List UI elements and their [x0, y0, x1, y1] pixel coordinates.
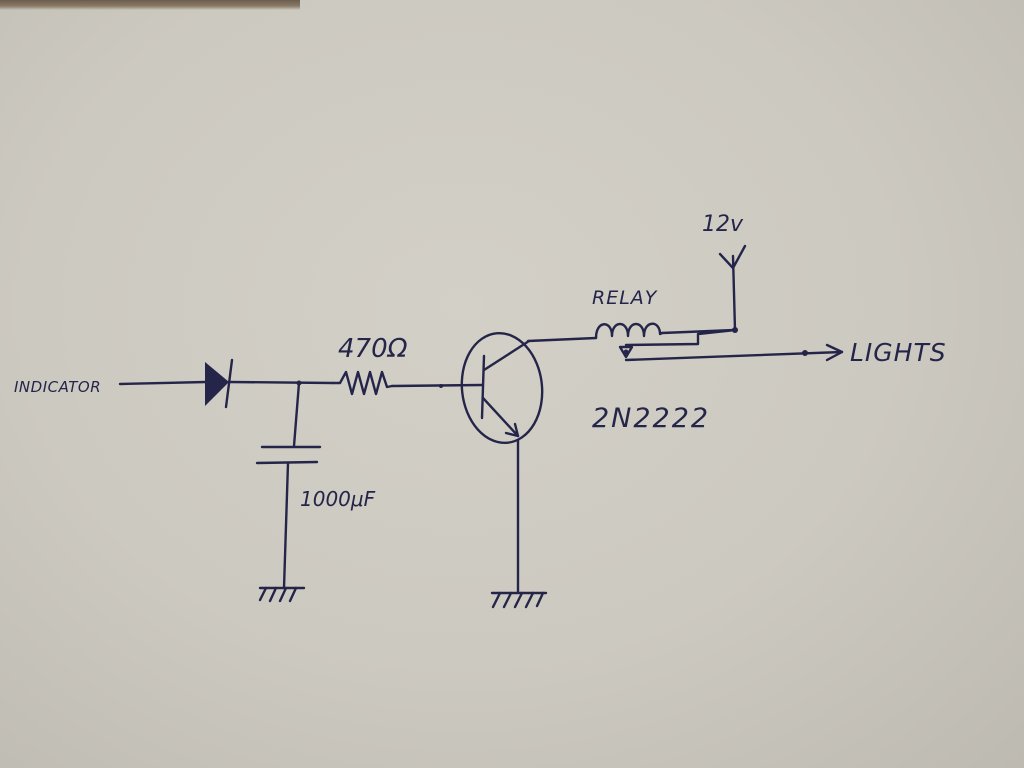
transistor-circle [460, 331, 544, 445]
collector-wire [526, 336, 598, 343]
table-edge [0, 0, 300, 10]
emitter-arrow-icon [504, 422, 520, 438]
relay-label: RELAY [592, 287, 658, 309]
indicator-label: INDICATOR [14, 378, 101, 396]
base-dot [439, 384, 443, 388]
relay-switch-lever [624, 328, 737, 347]
resistor-symbol [331, 370, 394, 396]
transistor-base-bar [480, 354, 486, 420]
ground-symbol-capacitor [258, 586, 306, 603]
capacitor-label: 1000μF [300, 487, 376, 511]
capacitor-symbol [255, 381, 322, 590]
relay-switch [618, 328, 737, 359]
output-dot [802, 350, 808, 356]
resistor-label: 470Ω [338, 334, 408, 364]
transistor-collector-leg [482, 339, 531, 372]
output-arrow-icon [825, 343, 844, 362]
ground-symbol-emitter [490, 591, 548, 609]
transistor-symbol [460, 331, 544, 445]
supply-label: 12v [702, 212, 744, 237]
lights-label: LIGHTS [850, 338, 947, 367]
supply-arrow-icon [718, 244, 747, 270]
transistor-emitter-leg [481, 396, 520, 438]
node-wire [228, 380, 335, 385]
input-wire [118, 380, 208, 386]
relay-contact-dot [623, 349, 629, 355]
relay-coil-symbol [594, 322, 664, 340]
base-wire [390, 383, 484, 388]
transistor-label: 2N2222 [592, 403, 710, 434]
output-wire [624, 350, 844, 362]
diode-symbol [205, 358, 234, 409]
diode-bar [224, 358, 234, 409]
diode-triangle [205, 362, 229, 406]
